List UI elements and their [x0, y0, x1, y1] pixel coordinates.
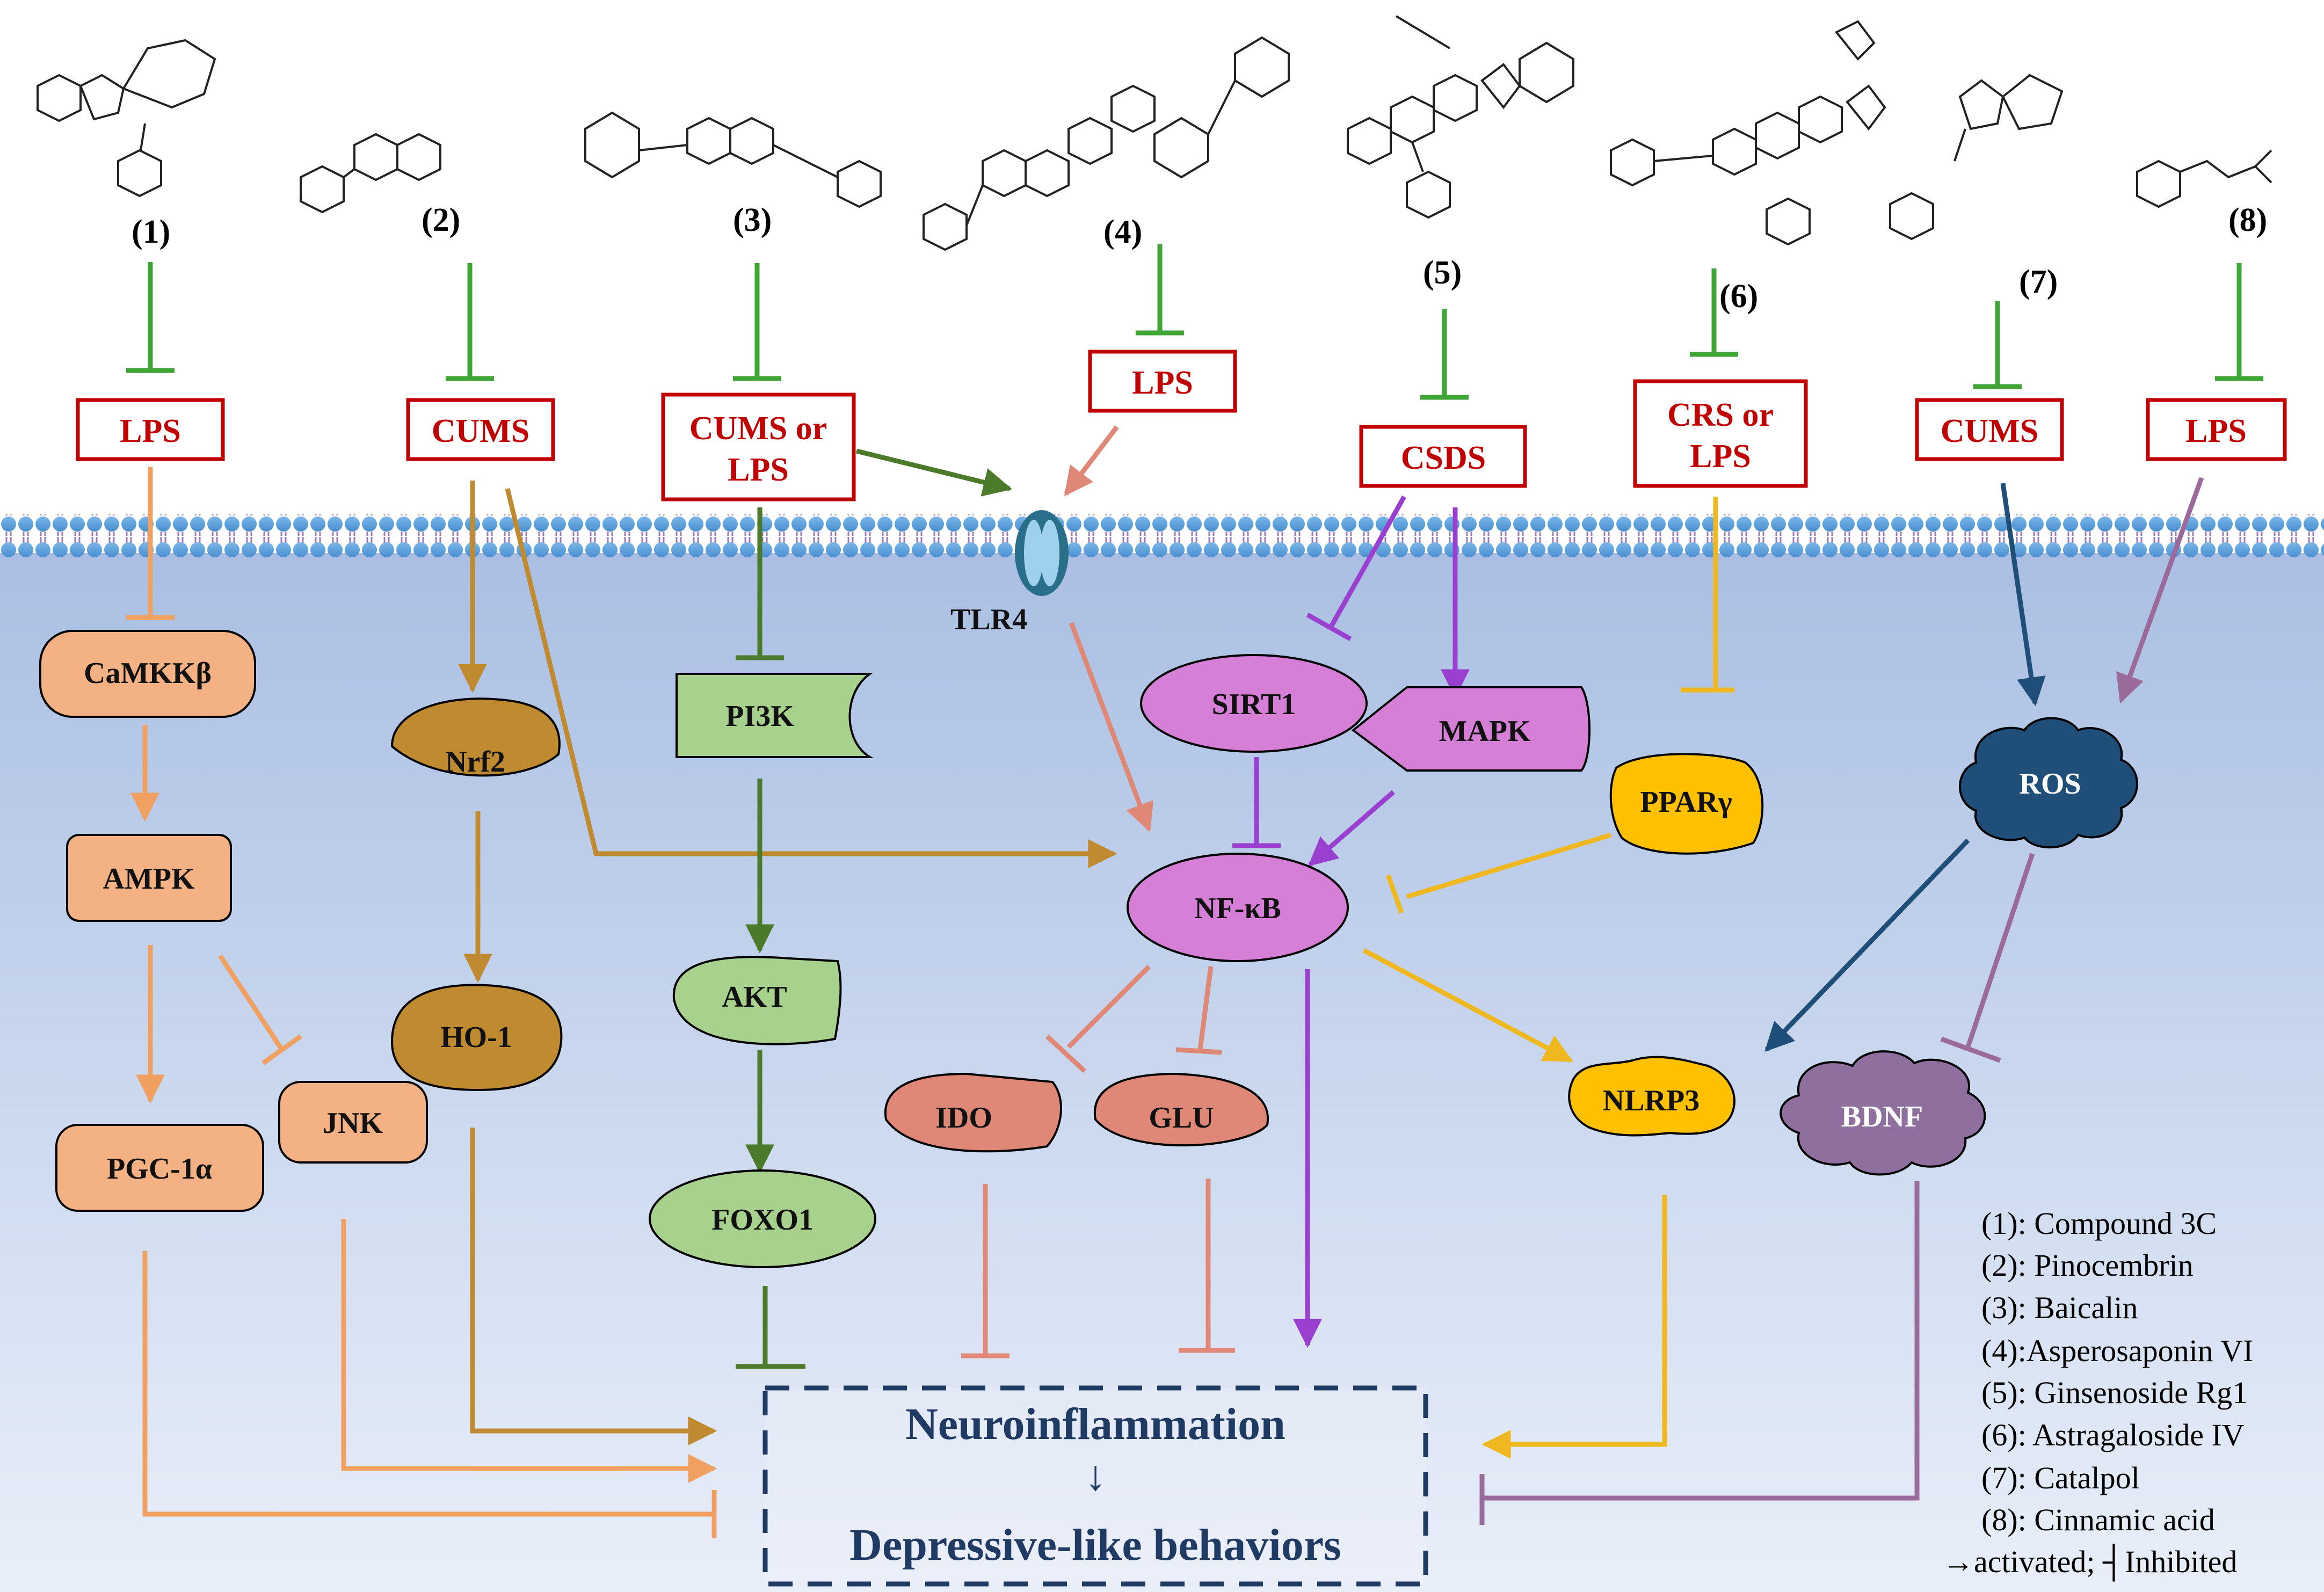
camkkb-node: [39, 630, 256, 718]
ampk-node: [66, 834, 232, 922]
compound-6-structure-icon: [1610, 20, 1886, 246]
ho1-label: HO-1: [440, 1021, 512, 1054]
ho1-node: [390, 984, 563, 1092]
compound-4-structure-icon: [923, 36, 1290, 251]
nrf2-node: [390, 697, 561, 777]
foxo1-label: FOXO1: [711, 1203, 814, 1237]
ido-label: IDO: [935, 1101, 992, 1135]
stimulus-2-label: CUMS: [432, 413, 530, 449]
compound-8-number: (8): [2228, 202, 2267, 238]
outcome-depressive-behaviors: Depressive-like behaviors: [849, 1520, 1341, 1570]
sirt1-label: SIRT1: [1212, 688, 1296, 721]
pathway-purple-arrows: [1232, 495, 1470, 1348]
jnk-label: JNK: [323, 1107, 383, 1140]
mapk-node: [1351, 686, 1591, 772]
compound-3-number: (3): [733, 202, 772, 238]
stimulus-box-4: [1088, 350, 1237, 413]
compound-8-structure-icon: [2136, 149, 2272, 208]
camkkb-label: CaMKKβ: [84, 657, 212, 690]
pathway-orange-arrows: [126, 467, 717, 1538]
legend-item-5: (5): Ginsenoside Rg1: [1981, 1375, 2248, 1410]
ampk-label: AMPK: [103, 862, 195, 896]
compound-5-number: (5): [1423, 255, 1462, 291]
legend-item-6: (6): Astragaloside IV: [1981, 1417, 2245, 1452]
glu-node: [1093, 1072, 1269, 1147]
pathway-yellow-arrows: [1362, 497, 1734, 1459]
bdnf-label: BDNF: [1841, 1100, 1923, 1133]
compound-5-structure-icon: [1347, 15, 1574, 219]
stimulus-box-2: [406, 398, 555, 461]
pathway-pink-arrows: [961, 425, 1235, 1358]
compound-4-number: (4): [1103, 214, 1142, 250]
cell-membrane: [0, 514, 2324, 557]
legend-item-4: (4):Asperosaponin VI: [1981, 1333, 2253, 1368]
ros-label: ROS: [2019, 767, 2081, 801]
stimulus-6-label-line2: LPS: [1690, 438, 1751, 475]
pathway-darkgreen-arrows: [736, 448, 1013, 1369]
stimulus-7-label: CUMS: [1941, 413, 2039, 449]
stimulus-8-label: LPS: [2185, 413, 2247, 449]
compound-1-structure-icon: [37, 39, 216, 198]
legend-item-8: (8): Cinnamic acid: [1981, 1502, 2215, 1537]
stimulus-box-6: [1633, 379, 1808, 488]
legend: (1): Compound 3C (2): Pinocembrin (3): B…: [1943, 1206, 2253, 1582]
tlr4-receptor-icon: [1015, 510, 1069, 596]
glu-label: GLU: [1149, 1101, 1214, 1135]
pi3k-label: PI3K: [725, 700, 794, 733]
stimulus-1-label: LPS: [120, 413, 181, 449]
stimulus-box-8: [2146, 398, 2287, 461]
stimulus-box-5: [1359, 425, 1527, 488]
pgc1a-label: PGC-1α: [107, 1152, 212, 1186]
stimulus-5-label: CSDS: [1401, 440, 1486, 476]
ppar-node: [1609, 753, 1764, 855]
stimulus-box-1: [76, 398, 225, 461]
stimulus-3-label-line2: LPS: [728, 452, 789, 488]
compound-7-structure-icon: [1889, 74, 2064, 241]
pgc1a-node: [55, 1124, 264, 1212]
stimulus-3-label-line1: CUMS or: [689, 410, 827, 447]
nfkb-node: [1127, 853, 1349, 962]
ros-node: [1959, 717, 2138, 849]
ido-node: [884, 1072, 1062, 1153]
stimulus-6-label-line1: CRS or: [1667, 397, 1774, 433]
legend-item-7: (7): Catalpol: [1981, 1460, 2140, 1495]
compound-2-structure-icon: [300, 133, 441, 214]
nlrp3-node: [1568, 1056, 1735, 1137]
pathway-navy-arrows: [1764, 483, 2046, 1052]
nrf2-label: Nrf2: [445, 745, 505, 779]
tlr4-label: TLR4: [950, 603, 1027, 636]
outcome-neuroinflammation: Neuroinflammation: [905, 1399, 1286, 1449]
legend-item-2: (2): Pinocembrin: [1981, 1248, 2194, 1283]
foxo1-node: [649, 1169, 876, 1268]
outcome-box: [762, 1385, 1428, 1587]
sirt1-node: [1140, 654, 1368, 753]
compound-1-number: (1): [132, 214, 170, 250]
legend-item-1: (1): Compound 3C: [1981, 1206, 2217, 1241]
pi3k-node: [676, 673, 874, 758]
outcome-arrow: ↓: [1085, 1452, 1106, 1500]
compound-2-number: (2): [422, 202, 460, 238]
legend-key: →activated; ┤Inhibited: [1943, 1544, 2237, 1582]
jnk-node: [278, 1081, 428, 1164]
akt-label: AKT: [722, 980, 787, 1014]
ppar-label: PPARγ: [1640, 786, 1732, 819]
compound-6-number: (6): [1719, 278, 1758, 315]
nlrp3-label: NLRP3: [1603, 1084, 1700, 1117]
stimulus-4-label: LPS: [1132, 365, 1193, 401]
mapk-label: MAPK: [1439, 715, 1531, 748]
pathway-brown-arrows: [458, 481, 1117, 1445]
nfkb-label: NF-κB: [1194, 892, 1281, 925]
legend-item-3: (3): Baicalin: [1981, 1290, 2138, 1325]
akt-node: [672, 956, 842, 1045]
pathway-mauve-arrows: [1479, 477, 2204, 1525]
stimulus-box-3: [661, 392, 856, 501]
compound-7-number: (7): [2019, 264, 2058, 300]
bdnf-node: [1780, 1050, 1986, 1176]
compound-3-structure-icon: [584, 111, 882, 208]
compound-inhibition-lines: [126, 244, 2263, 400]
stimulus-box-7: [1915, 398, 2064, 461]
